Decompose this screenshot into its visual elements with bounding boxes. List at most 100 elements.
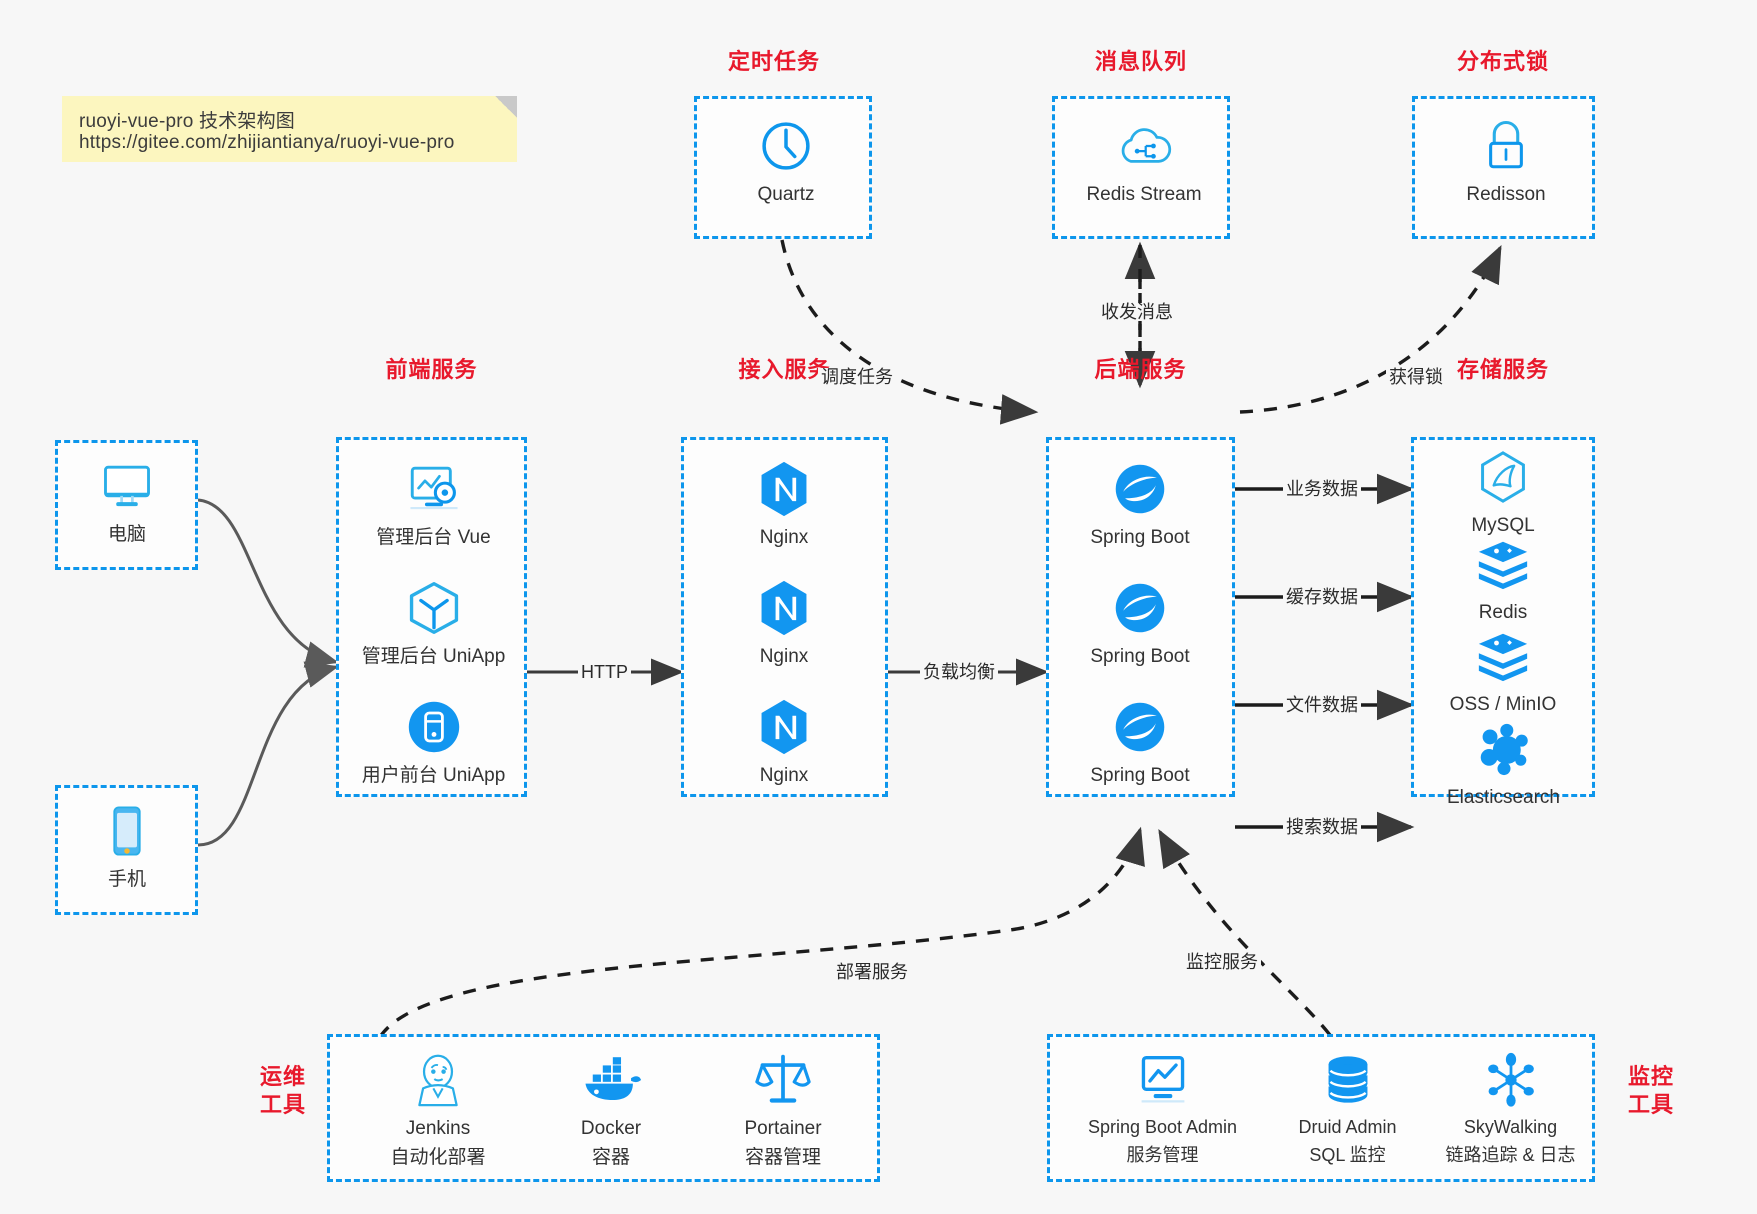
node-label: Spring Boot [1090, 646, 1190, 667]
node-nginx-3[interactable]: Nginx [718, 696, 850, 787]
edge-label-monitor-service: 监控服务 [1183, 953, 1261, 971]
edge-label-schedule-task: 调度任务 [818, 368, 896, 386]
node-label: Jenkins [405, 1118, 471, 1139]
node-user-uniapp[interactable]: 用户前台 UniApp [341, 696, 526, 787]
node-label: OSS / MinIO [1449, 694, 1557, 715]
nginx-icon [718, 458, 850, 520]
node-label: Nginx [759, 527, 809, 548]
node-oss-minio[interactable]: OSS / MinIO [1437, 625, 1569, 716]
docker-icon [545, 1049, 677, 1111]
group-title-distributed-lock: 分布式锁 [1456, 49, 1549, 74]
node-admin-uniapp[interactable]: 管理后台 UniApp [341, 577, 526, 668]
cube-icon [341, 577, 526, 639]
monitor-chart-icon [1070, 1049, 1255, 1111]
mysql-icon [1437, 446, 1569, 508]
node-nginx-2[interactable]: Nginx [718, 577, 850, 668]
group-title-backend: 后端服务 [1094, 357, 1187, 382]
cloud-stream-icon [1078, 115, 1210, 177]
group-title-message-queue: 消息队列 [1094, 49, 1187, 74]
sticky-note: ruoyi-vue-pro 技术架构图 https://gitee.com/zh… [62, 96, 517, 162]
node-label: Nginx [759, 646, 809, 667]
node-label: Redisson [1466, 184, 1546, 205]
group-title-monitor: 监控 工具 [1620, 1063, 1682, 1118]
spring-icon [1074, 696, 1206, 758]
node-label: Elasticsearch [1447, 787, 1560, 808]
note-title: ruoyi-vue-pro 技术架构图 [79, 111, 296, 132]
node-sublabel: 自动化部署 [390, 1147, 486, 1169]
node-sublabel: 服务管理 [1126, 1144, 1199, 1165]
node-mobile[interactable]: 手机 [61, 800, 193, 891]
node-skywalking[interactable]: SkyWalking 链路追踪 & 日志 [1418, 1049, 1603, 1167]
node-portainer[interactable]: Portainer 容器管理 [717, 1049, 849, 1169]
node-label: MySQL [1471, 515, 1535, 536]
group-backend: Spring Boot Spring Boot Spring Boot [1046, 437, 1235, 797]
clock-icon [720, 115, 852, 177]
edge-label-acquire-lock: 获得锁 [1386, 368, 1446, 386]
edge-label-deploy-service: 部署服务 [833, 963, 911, 981]
group-title-devops: 运维 工具 [252, 1063, 314, 1118]
node-redisson[interactable]: Redisson [1440, 115, 1572, 206]
group-title-gateway: 接入服务 [738, 357, 831, 382]
node-label: Spring Boot [1090, 765, 1190, 786]
nginx-icon [718, 696, 850, 758]
group-title-frontend: 前端服务 [385, 357, 478, 382]
edge-label-search-data: 搜索数据 [1283, 818, 1361, 836]
node-sublabel: SQL 监控 [1309, 1144, 1386, 1165]
node-spring-boot-1[interactable]: Spring Boot [1074, 458, 1206, 549]
group-distributed-lock: Redisson [1412, 96, 1595, 239]
group-title-scheduled-task: 定时任务 [727, 49, 820, 74]
edge-label-file-data: 文件数据 [1283, 696, 1361, 714]
node-label: Nginx [759, 765, 809, 786]
node-label: Redis [1478, 602, 1528, 623]
node-spring-boot-3[interactable]: Spring Boot [1074, 696, 1206, 787]
node-spring-boot-admin[interactable]: Spring Boot Admin 服务管理 [1070, 1049, 1255, 1167]
phone-icon [61, 800, 193, 862]
node-docker[interactable]: Docker 容器 [545, 1049, 677, 1169]
spring-icon [1074, 577, 1206, 639]
edge-label-send-receive-message: 收发消息 [1098, 303, 1176, 321]
oss-icon [1437, 625, 1569, 687]
node-label: 手机 [107, 869, 146, 890]
group-frontend: 管理后台 Vue 管理后台 UniApp 用户前台 UniApp [336, 437, 527, 797]
group-gateway: Nginx Nginx Nginx [681, 437, 888, 797]
node-label: 管理后台 UniApp [361, 646, 506, 667]
app-icon [341, 696, 526, 758]
node-elasticsearch[interactable]: Elasticsearch [1411, 718, 1596, 809]
node-label: Spring Boot Admin [1087, 1117, 1238, 1137]
group-title-devops-line1: 运维 [259, 1064, 306, 1089]
portainer-icon [717, 1049, 849, 1111]
group-title-devops-line2: 工具 [259, 1091, 306, 1117]
jenkins-icon [372, 1049, 504, 1111]
node-jenkins[interactable]: Jenkins 自动化部署 [372, 1049, 504, 1169]
node-druid-admin[interactable]: Druid Admin SQL 监控 [1255, 1049, 1440, 1167]
dashboard-icon [341, 458, 526, 520]
node-label: 电脑 [107, 524, 146, 545]
redis-icon [1437, 533, 1569, 595]
elasticsearch-icon [1411, 718, 1596, 780]
node-admin-vue[interactable]: 管理后台 Vue [341, 458, 526, 549]
group-message-queue: Redis Stream [1052, 96, 1230, 239]
group-storage: MySQL Redis [1411, 437, 1595, 808]
group-client-pc: 电脑 [55, 440, 198, 570]
node-quartz[interactable]: Quartz [720, 115, 852, 206]
note-url: https://gitee.com/zhijiantianya/ruoyi-vu… [79, 132, 455, 153]
node-label: Druid Admin [1298, 1117, 1397, 1137]
node-nginx-1[interactable]: Nginx [718, 458, 850, 549]
group-devops: Jenkins 自动化部署 Docker 容器 [327, 1034, 880, 1182]
database-icon [1255, 1049, 1440, 1111]
skywalking-icon [1418, 1049, 1603, 1111]
node-label: Redis Stream [1086, 184, 1202, 205]
node-pc[interactable]: 电脑 [61, 455, 193, 546]
edge-label-business-data: 业务数据 [1283, 480, 1361, 498]
group-scheduled-task: Quartz [694, 96, 872, 239]
node-mysql[interactable]: MySQL [1437, 446, 1569, 537]
group-client-mobile: 手机 [55, 785, 198, 915]
node-sublabel: 容器 [591, 1147, 630, 1169]
edge-label-load-balance: 负载均衡 [920, 663, 998, 681]
node-redis-stream[interactable]: Redis Stream [1078, 115, 1210, 206]
node-label: SkyWalking [1463, 1117, 1558, 1137]
node-redis[interactable]: Redis [1437, 533, 1569, 624]
node-label: 用户前台 UniApp [361, 765, 506, 786]
node-spring-boot-2[interactable]: Spring Boot [1074, 577, 1206, 668]
edge-label-cache-data: 缓存数据 [1283, 588, 1361, 606]
